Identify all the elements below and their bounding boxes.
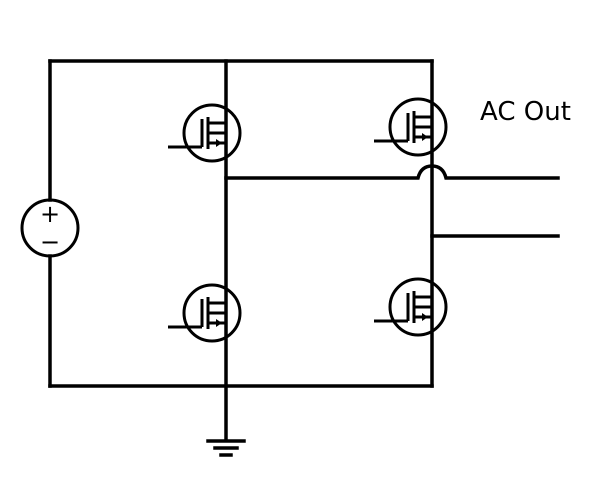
ac-out-label: AC Out xyxy=(480,97,571,127)
source-positive-sign: + xyxy=(40,200,60,228)
dc-voltage-source: + − xyxy=(20,198,80,258)
source-negative-sign: − xyxy=(40,228,60,256)
mosfet-top-left-icon xyxy=(168,103,242,163)
mosfet-bottom-left-icon xyxy=(168,283,242,343)
dc-bus-wiring xyxy=(48,59,434,388)
ground-icon xyxy=(206,439,246,457)
mosfet-top-right-icon xyxy=(374,97,448,157)
mosfet-bottom-right-icon xyxy=(374,277,448,337)
source-circle xyxy=(20,198,80,258)
ac-output-line-1 xyxy=(224,164,560,180)
